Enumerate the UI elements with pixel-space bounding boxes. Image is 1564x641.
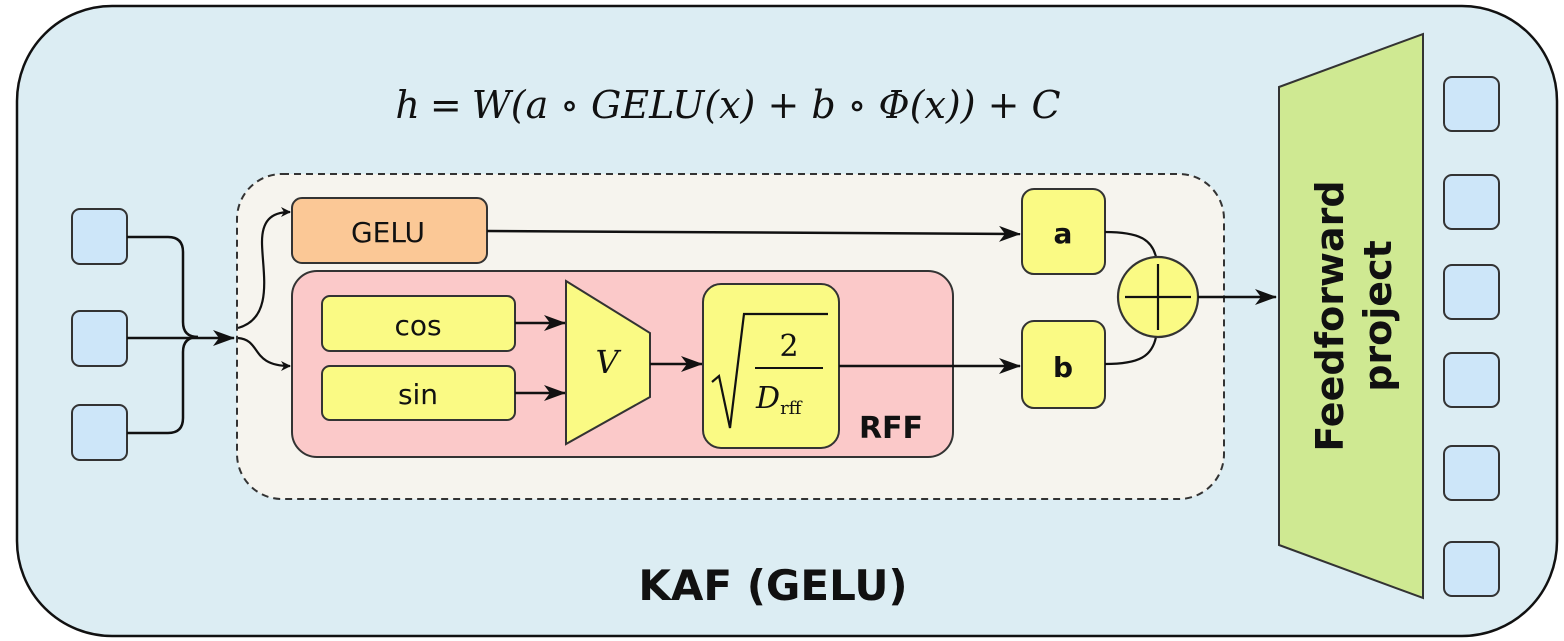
feedforward-label: Feedforward: [1308, 180, 1352, 451]
cos-label: cos: [394, 309, 441, 342]
feedforward-project: [1278, 32, 1424, 600]
gelu-to-a-arrow: [486, 225, 1021, 242]
sin-label: sin: [398, 378, 438, 411]
output-node-3: [1443, 264, 1500, 320]
a-to-sum: [1104, 230, 1158, 258]
a-label: a: [1054, 217, 1073, 250]
v-label: V: [595, 343, 621, 381]
sqrt-numerator: 2: [779, 329, 798, 364]
v-projection: [565, 279, 651, 446]
input-node-3: [71, 404, 128, 461]
split-to-rff: [237, 336, 291, 371]
sqrt-denominator: Drff: [755, 381, 803, 419]
formula: h=W(a ∘ GELU(x) + b ∘ Φ(x)) + C: [395, 83, 1060, 127]
gelu-label: GELU: [351, 216, 425, 249]
project-label: project: [1356, 240, 1400, 392]
output-node-5: [1443, 445, 1500, 501]
split-to-gelu: [237, 207, 291, 330]
sqrt-symbol: [711, 312, 828, 429]
input-node-2: [71, 310, 128, 367]
output-node-4: [1443, 352, 1500, 408]
input-node-1: [71, 208, 128, 265]
sqrt-scale-box: [702, 283, 840, 449]
b-label: b: [1053, 351, 1073, 384]
output-node-6: [1443, 541, 1500, 597]
input-connector-1: [127, 235, 199, 339]
rff-label: RFF: [859, 411, 923, 446]
b-to-sum: [1104, 336, 1158, 366]
kaf-title: KAF (GELU): [638, 561, 907, 610]
output-node-2: [1443, 174, 1500, 230]
output-node-1: [1443, 76, 1500, 132]
gelu-box: [291, 197, 488, 264]
